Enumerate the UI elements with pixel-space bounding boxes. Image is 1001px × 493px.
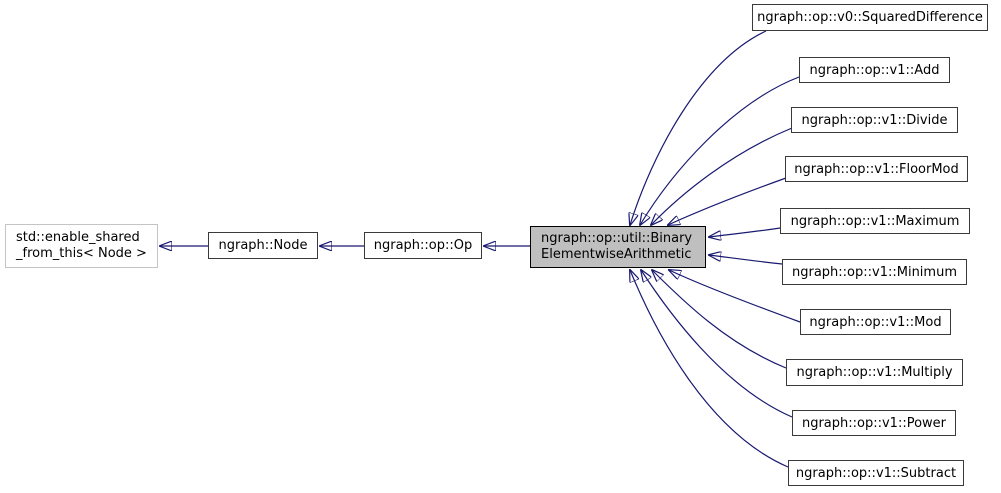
edge-floormod-to-binary (668, 177, 787, 225)
class-label-line: ElementwiseArithmetic (541, 247, 692, 262)
edge-multiply-to-binary (652, 270, 787, 369)
class-node-subtract[interactable]: ngraph::op::v1::Subtract (788, 460, 964, 486)
class-label-line: _from_this< Node > (16, 246, 147, 261)
class-node-floormod[interactable]: ngraph::op::v1::FloorMod (785, 156, 968, 182)
edge-squareddifference-to-binary (630, 30, 767, 225)
edge-add-to-binary (640, 76, 800, 225)
class-label-line: ngraph::op::util::Binary (541, 231, 693, 246)
class-node-mod[interactable]: ngraph::op::v1::Mod (800, 309, 951, 335)
class-node-binary-elementwise-arithmetic-current: ngraph::op::util::Binary ElementwiseArit… (530, 226, 706, 268)
class-node-multiply[interactable]: ngraph::op::v1::Multiply (786, 359, 963, 386)
edge-power-to-binary (641, 270, 793, 418)
edge-subtract-to-binary (630, 270, 789, 468)
edge-mod-to-binary (669, 270, 801, 323)
class-node-maximum[interactable]: ngraph::op::v1::Maximum (780, 208, 970, 234)
class-node-divide[interactable]: ngraph::op::v1::Divide (791, 107, 958, 133)
class-node-std-enable-shared-from-this[interactable]: std::enable_shared _from_this< Node > (5, 224, 158, 268)
class-node-squareddifference[interactable]: ngraph::op::v0::SquaredDifference (752, 4, 988, 31)
edge-minimum-to-binary (709, 255, 783, 265)
class-label-line: std::enable_shared (16, 230, 140, 245)
class-node-ngraph-op-op[interactable]: ngraph::op::Op (364, 232, 482, 259)
edge-maximum-to-binary (709, 227, 781, 237)
class-node-add[interactable]: ngraph::op::v1::Add (799, 57, 950, 83)
class-node-power[interactable]: ngraph::op::v1::Power (792, 410, 956, 436)
class-node-minimum[interactable]: ngraph::op::v1::Minimum (782, 259, 967, 285)
class-node-ngraph-node[interactable]: ngraph::Node (208, 232, 318, 259)
edge-divide-to-binary (651, 127, 793, 225)
